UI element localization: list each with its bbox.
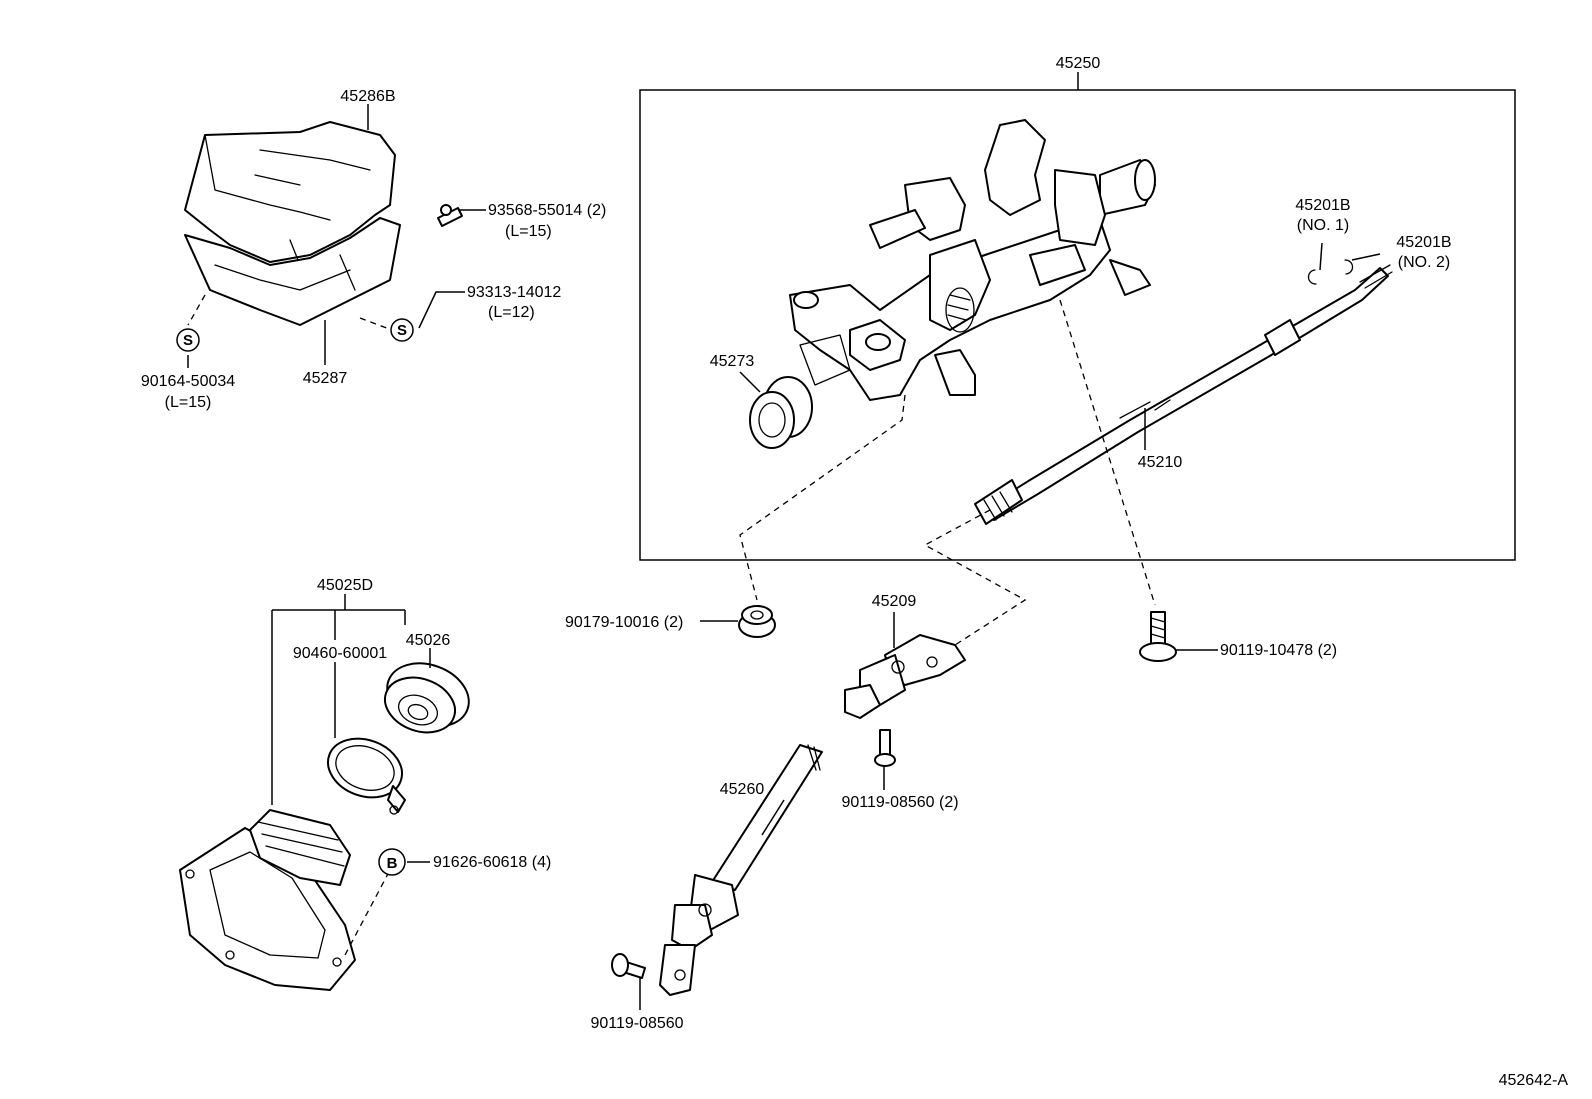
label-45287: 45287 [303, 370, 348, 387]
circle-s-marker-right: S [390, 318, 414, 342]
label-45201b-no2-note: (NO. 2) [1398, 254, 1450, 271]
bolt-90119-08560 [611, 953, 646, 979]
assembly-box-45250 [639, 72, 1516, 561]
label-45026: 45026 [406, 632, 451, 649]
label-45201b-no2: 45201B [1396, 234, 1451, 251]
label-45201b-no1: 45201B [1295, 197, 1350, 214]
label-45273: 45273 [710, 353, 755, 370]
label-91626-60618: 91626-60618 (4) [433, 854, 551, 871]
snap-ring-45201b-no1 [1307, 269, 1317, 285]
label-45260: 45260 [720, 781, 765, 798]
hose-clamp-90460 [327, 737, 406, 815]
figure-code: 452642-A [1499, 1072, 1569, 1089]
label-90164-length: (L=15) [165, 394, 212, 411]
dashed-assembly-lines [187, 294, 1156, 956]
label-45210: 45210 [1138, 454, 1183, 471]
circle-s-marker-left: S [176, 328, 200, 352]
label-93313-14012: 93313-14012 [467, 284, 561, 301]
bolt-90119-08560-jointed [874, 729, 896, 767]
screw-93568-55014 [437, 204, 463, 227]
label-93313-length: (L=12) [488, 304, 535, 321]
snap-ring-45201b-no2 [1344, 259, 1354, 275]
label-93568-length: (L=15) [505, 223, 552, 240]
label-90119-10478: 90119-10478 (2) [1220, 642, 1337, 659]
label-90119-08560: 90119-08560 [590, 1015, 683, 1032]
label-90164-50034: 90164-50034 [141, 373, 235, 390]
circle-b-marker: B [378, 848, 406, 876]
label-93568-55014: 93568-55014 (2) [488, 202, 606, 219]
boot-45025d [249, 809, 351, 886]
leader-lines [187, 104, 1381, 1010]
universal-joint-45209 [844, 634, 966, 719]
svg-text:B: B [387, 855, 398, 872]
label-45286b: 45286B [340, 88, 395, 105]
bolt-90119-10478 [1139, 611, 1177, 662]
label-90119-08560-2: 90119-08560 (2) [841, 794, 958, 811]
label-45250: 45250 [1056, 55, 1101, 72]
bushing-45273 [749, 376, 813, 449]
svg-text:S: S [397, 322, 407, 339]
boot-seal-45026 [384, 662, 470, 734]
column-cover-lower-45287 [184, 217, 401, 326]
column-cover-upper-45286b [184, 121, 396, 266]
label-90179-10016: 90179-10016 (2) [565, 614, 683, 631]
column-assembly-body [789, 119, 1156, 401]
label-45025d: 45025D [317, 577, 373, 594]
label-45201b-no1-note: (NO. 1) [1297, 217, 1349, 234]
label-45209: 45209 [872, 593, 917, 610]
nut-90179-10016 [738, 605, 776, 638]
label-90460-60001: 90460-60001 [293, 645, 387, 662]
main-shaft-45210 [974, 264, 1393, 525]
intermediate-shaft-45260 [659, 744, 823, 996]
svg-text:S: S [183, 332, 193, 349]
